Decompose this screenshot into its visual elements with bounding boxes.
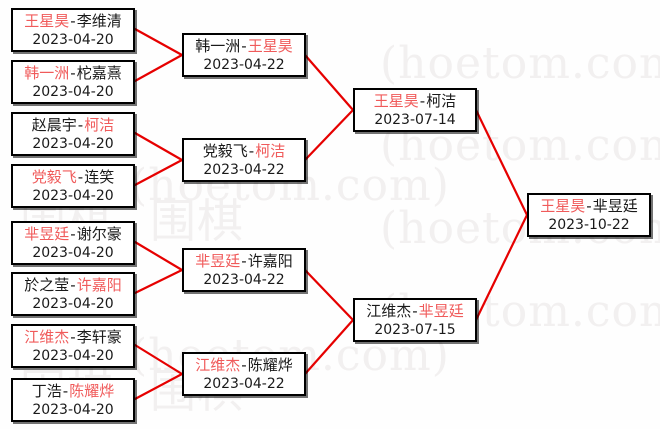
- player-name: 陈耀烨: [247, 356, 293, 374]
- player-name: 丁浩: [31, 382, 62, 400]
- player-name: 党毅飞: [202, 142, 248, 160]
- player-name: 谢尔豪: [76, 225, 122, 243]
- player-name: 许嘉阳: [76, 276, 122, 294]
- match-box[interactable]: 芈昱廷-谢尔豪 2023-04-20: [11, 221, 135, 265]
- match-date: 2023-04-22: [203, 57, 285, 73]
- match-players: 党毅飞-连笑: [32, 167, 114, 187]
- match-box[interactable]: 韩一洲-柁嘉熹 2023-04-20: [11, 60, 135, 104]
- player-name: 柯洁: [84, 116, 115, 134]
- match-players: 韩一洲-王星昊: [195, 36, 292, 56]
- match-box[interactable]: 王星昊-李维清 2023-04-20: [11, 8, 135, 52]
- match-box-final[interactable]: 王星昊-芈昱廷 2023-10-22: [527, 193, 651, 237]
- match-date: 2023-07-14: [374, 112, 456, 128]
- match-date: 2023-04-20: [32, 402, 114, 418]
- match-date: 2023-04-22: [203, 162, 285, 178]
- player-separator: -: [70, 225, 76, 243]
- player-name: 芈昱廷: [418, 302, 464, 320]
- match-box[interactable]: 江维杰-李轩豪 2023-04-20: [11, 324, 135, 368]
- player-separator: -: [70, 328, 76, 346]
- player-separator: -: [586, 197, 592, 215]
- player-name: 连笑: [84, 168, 115, 186]
- match-date: 2023-04-20: [32, 84, 114, 100]
- player-separator: -: [241, 252, 247, 270]
- player-name: 王星昊: [373, 92, 419, 110]
- match-date: 2023-04-20: [32, 188, 114, 204]
- match-players: 於之莹-许嘉阳: [24, 275, 121, 295]
- player-name: 江维杰: [366, 302, 412, 320]
- match-date: 2023-04-22: [203, 376, 285, 392]
- player-name: 江维杰: [24, 328, 70, 346]
- match-players: 江维杰-李轩豪: [24, 327, 121, 347]
- player-name: 江维杰: [195, 356, 241, 374]
- player-separator: -: [77, 116, 84, 134]
- player-separator: -: [419, 92, 426, 110]
- match-date: 2023-04-20: [32, 296, 114, 312]
- match-players: 王星昊-柯洁: [374, 91, 456, 111]
- match-box[interactable]: 丁浩-陈耀烨 2023-04-20: [11, 378, 135, 422]
- match-box[interactable]: 芈昱廷-许嘉阳 2023-04-22: [182, 248, 306, 292]
- match-box[interactable]: 江维杰-陈耀烨 2023-04-22: [182, 352, 306, 396]
- player-name: 柯洁: [255, 142, 286, 160]
- player-name: 李轩豪: [76, 328, 122, 346]
- match-box[interactable]: 赵晨宇-柯洁 2023-04-20: [11, 112, 135, 156]
- match-players: 江维杰-芈昱廷: [366, 301, 463, 321]
- match-date: 2023-04-22: [203, 272, 285, 288]
- player-name: 王星昊: [540, 197, 586, 215]
- player-name: 许嘉阳: [247, 252, 293, 270]
- match-players: 丁浩-陈耀烨: [32, 381, 114, 401]
- player-separator: -: [248, 142, 255, 160]
- player-separator: -: [77, 168, 84, 186]
- match-players: 赵晨宇-柯洁: [32, 115, 114, 135]
- player-name: 党毅飞: [31, 168, 77, 186]
- watermark-text: (hoetom.com): [380, 38, 660, 89]
- player-name: 王星昊: [24, 12, 70, 30]
- player-name: 韩一洲: [195, 37, 241, 55]
- player-separator: -: [70, 12, 76, 30]
- match-date: 2023-04-20: [32, 32, 114, 48]
- match-date: 2023-10-22: [548, 217, 630, 233]
- player-name: 王星昊: [247, 37, 293, 55]
- match-players: 芈昱廷-谢尔豪: [24, 224, 121, 244]
- player-name: 芈昱廷: [592, 197, 638, 215]
- player-name: 柯洁: [426, 92, 457, 110]
- player-name: 芈昱廷: [195, 252, 241, 270]
- player-name: 陈耀烨: [69, 382, 115, 400]
- player-separator: -: [70, 64, 76, 82]
- match-players: 芈昱廷-许嘉阳: [195, 251, 292, 271]
- player-name: 於之莹: [24, 276, 70, 294]
- match-box[interactable]: 於之莹-许嘉阳 2023-04-20: [11, 272, 135, 316]
- match-box[interactable]: 韩一洲-王星昊 2023-04-22: [182, 33, 306, 77]
- player-separator: -: [70, 276, 76, 294]
- match-date: 2023-04-20: [32, 245, 114, 261]
- player-name: 芈昱廷: [24, 225, 70, 243]
- match-players: 王星昊-芈昱廷: [540, 196, 637, 216]
- player-separator: -: [62, 382, 69, 400]
- match-players: 江维杰-陈耀烨: [195, 355, 292, 375]
- match-box[interactable]: 党毅飞-柯洁 2023-04-22: [182, 138, 306, 182]
- match-date: 2023-04-20: [32, 136, 114, 152]
- player-name: 韩一洲: [24, 64, 70, 82]
- match-players: 王星昊-李维清: [24, 11, 121, 31]
- player-name: 赵晨宇: [31, 116, 77, 134]
- match-date: 2023-04-20: [32, 348, 114, 364]
- match-box[interactable]: 江维杰-芈昱廷 2023-07-15: [353, 298, 477, 342]
- match-box[interactable]: 王星昊-柯洁 2023-07-14: [353, 88, 477, 132]
- player-name: 李维清: [76, 12, 122, 30]
- match-players: 党毅飞-柯洁: [203, 141, 285, 161]
- player-separator: -: [412, 302, 418, 320]
- watermark-text: 围棋: [150, 194, 244, 248]
- match-players: 韩一洲-柁嘉熹: [24, 63, 121, 83]
- player-separator: -: [241, 37, 247, 55]
- match-date: 2023-07-15: [374, 322, 456, 338]
- player-separator: -: [241, 356, 247, 374]
- player-name: 柁嘉熹: [76, 64, 122, 82]
- match-box[interactable]: 党毅飞-连笑 2023-04-20: [11, 164, 135, 208]
